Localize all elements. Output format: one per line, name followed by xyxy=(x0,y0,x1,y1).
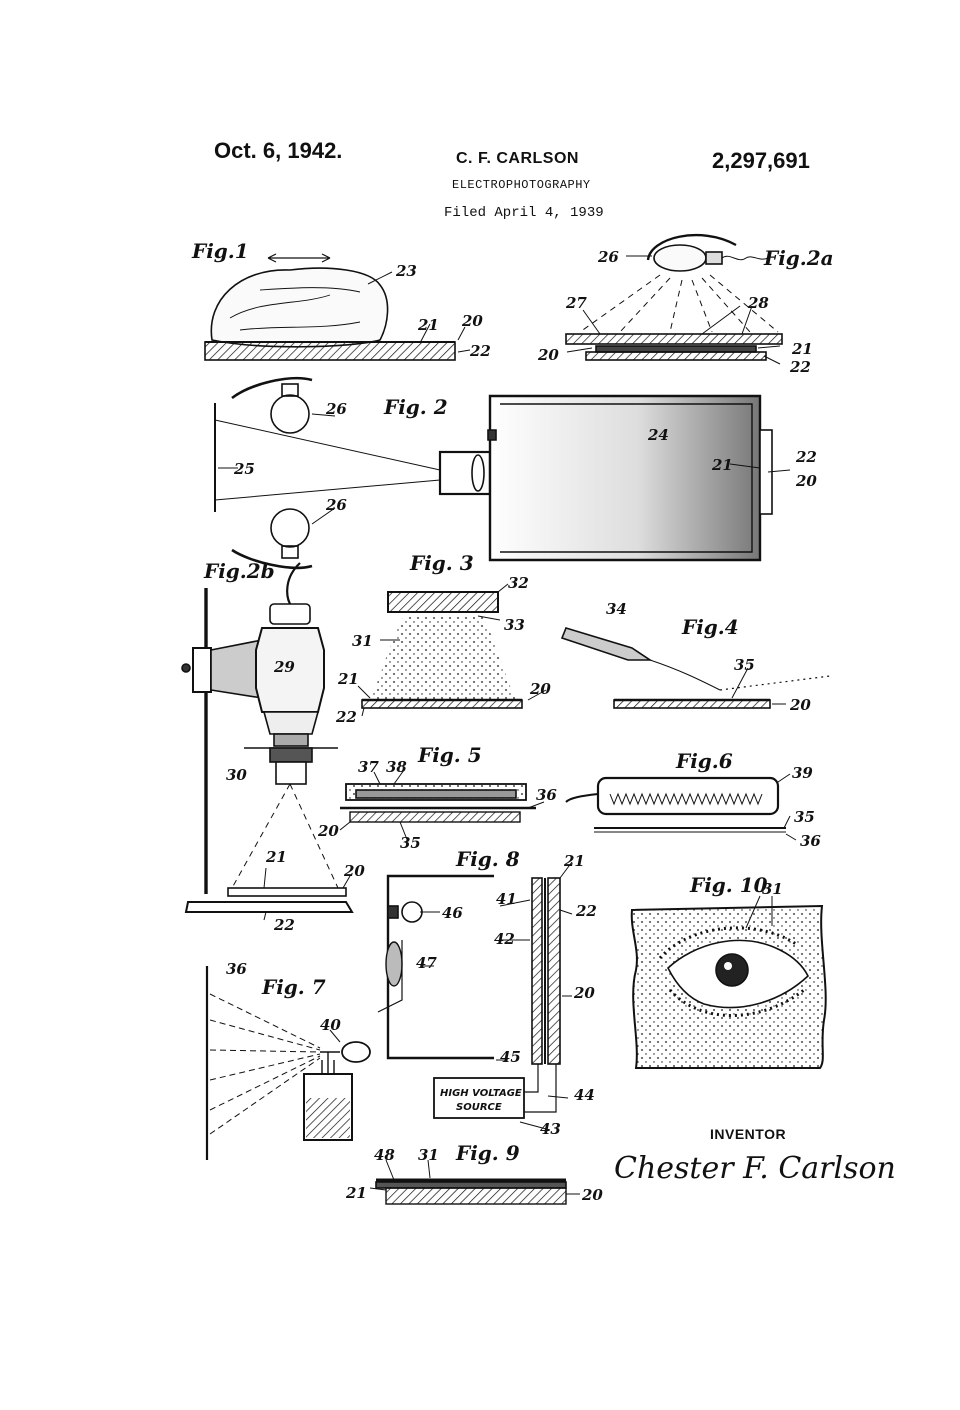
filed-date: Filed April 4, 1939 xyxy=(444,205,604,221)
figure-2 xyxy=(214,376,791,570)
ref-21: 21 xyxy=(711,456,733,474)
figure-7 xyxy=(205,966,371,1160)
ref-40: 40 xyxy=(320,1016,341,1034)
ref-47: 47 xyxy=(416,954,437,972)
patent-date: Oct. 6, 1942. xyxy=(214,138,343,163)
fig6-label: Fig.6 xyxy=(675,749,733,773)
fig3-label: Fig. 3 xyxy=(409,551,474,575)
ref-22: 22 xyxy=(575,902,597,920)
high-voltage-label: HIGH VOLTAGE xyxy=(440,1088,522,1099)
fig7-label: Fig. 7 xyxy=(261,975,326,999)
fig5-label: Fig. 5 xyxy=(417,743,482,767)
ref-34: 34 xyxy=(606,600,627,618)
figure-5 xyxy=(339,769,545,843)
ref-31: 31 xyxy=(352,632,373,650)
ref-36: 36 xyxy=(800,832,821,850)
ref-22: 22 xyxy=(273,916,295,934)
ref-35: 35 xyxy=(794,808,815,826)
ref-30: 30 xyxy=(226,766,247,784)
fig8-label: Fig. 8 xyxy=(455,847,520,871)
ref-21: 21 xyxy=(563,852,585,870)
patent-number: 2,297,691 xyxy=(712,148,810,173)
fig2b-label: Fig.2b xyxy=(203,559,275,583)
ref-43: 43 xyxy=(540,1120,561,1138)
ref-36: 36 xyxy=(536,786,557,804)
figure-3 xyxy=(357,583,547,717)
ref-26: 26 xyxy=(597,248,619,266)
ref-48: 48 xyxy=(374,1146,395,1164)
ref-35: 35 xyxy=(400,834,421,852)
inventor-label: INVENTOR xyxy=(710,1126,787,1142)
fig2a-label: Fig.2a xyxy=(763,246,834,270)
figure-4 xyxy=(560,627,831,709)
ref-20: 20 xyxy=(789,696,811,714)
ref-29: 29 xyxy=(273,658,295,676)
ref-22: 22 xyxy=(789,358,811,376)
fig2-label: Fig. 2 xyxy=(383,395,448,419)
inventor-signature: Chester F. Carlson xyxy=(614,1151,896,1186)
ref-20: 20 xyxy=(343,862,365,880)
figure-10 xyxy=(630,895,827,1069)
ref-22: 22 xyxy=(469,342,491,360)
ref-28: 28 xyxy=(747,294,769,312)
ref-32: 32 xyxy=(508,574,529,592)
ref-21: 21 xyxy=(417,316,439,334)
ref-41: 41 xyxy=(496,890,517,908)
figure-9 xyxy=(369,1159,580,1205)
ref-37: 37 xyxy=(358,758,379,776)
ref-24: 24 xyxy=(647,426,669,444)
ref-46: 46 xyxy=(442,904,463,922)
ref-33: 33 xyxy=(504,616,525,634)
ref-26: 26 xyxy=(325,400,347,418)
ref-20: 20 xyxy=(573,984,595,1002)
fig9-label: Fig. 9 xyxy=(455,1141,520,1165)
ref-38: 38 xyxy=(386,758,407,776)
fig4-label: Fig.4 xyxy=(681,615,739,639)
ref-21: 21 xyxy=(337,670,359,688)
ref-20: 20 xyxy=(317,822,339,840)
figure-1 xyxy=(204,253,471,361)
ref-26: 26 xyxy=(325,496,347,514)
ref-25: 25 xyxy=(233,460,255,478)
ref-36: 36 xyxy=(226,960,247,978)
ref-23: 23 xyxy=(395,262,417,280)
ref-27: 27 xyxy=(565,294,587,312)
ref-20: 20 xyxy=(537,346,559,364)
ref-39: 39 xyxy=(792,764,813,782)
ref-45: 45 xyxy=(500,1048,521,1066)
ref-31: 31 xyxy=(762,880,783,898)
fig10-label: Fig. 10 xyxy=(689,873,768,897)
figure-2b xyxy=(181,562,354,921)
ref-22: 22 xyxy=(795,448,817,466)
source-label: SOURCE xyxy=(456,1102,502,1113)
ref-22: 22 xyxy=(335,708,357,726)
ref-21: 21 xyxy=(345,1184,367,1202)
figure-6 xyxy=(565,773,797,841)
ref-20: 20 xyxy=(461,312,483,330)
ref-42: 42 xyxy=(494,930,515,948)
figure-2a xyxy=(565,233,783,365)
ref-31: 31 xyxy=(418,1146,439,1164)
fig1-label: Fig.1 xyxy=(191,239,249,263)
ref-21: 21 xyxy=(265,848,287,866)
ref-20: 20 xyxy=(795,472,817,490)
ref-20: 20 xyxy=(581,1186,603,1204)
ref-44: 44 xyxy=(574,1086,595,1104)
ref-21: 21 xyxy=(791,340,813,358)
ref-20: 20 xyxy=(529,680,551,698)
ref-35: 35 xyxy=(734,656,755,674)
inventor-name: C. F. CARLSON xyxy=(456,150,579,167)
figure-8 xyxy=(377,861,573,1131)
patent-title: ELECTROPHOTOGRAPHY xyxy=(452,178,591,192)
